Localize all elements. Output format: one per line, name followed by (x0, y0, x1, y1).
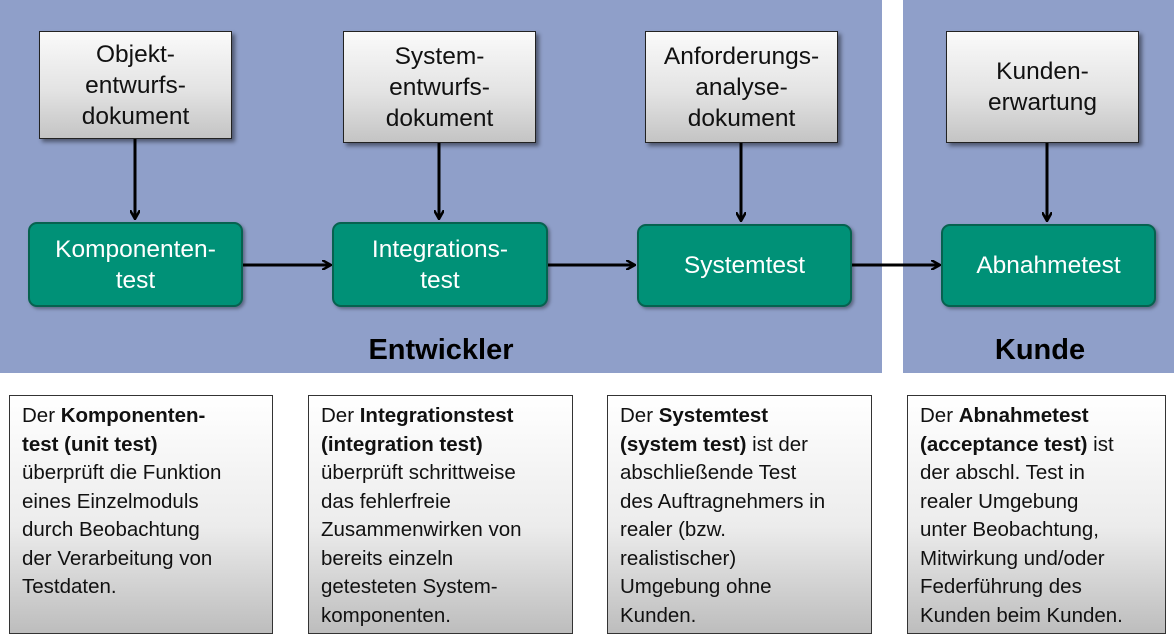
document-label: Anforderungs- analyse- dokument (663, 42, 820, 132)
test-label: Integrations- test (371, 235, 509, 294)
document-box-systementwurf: System- entwurfs- dokument (343, 31, 536, 143)
customer-label: Kunde (994, 334, 1086, 366)
description-text: überprüft schrittweise das fehlerfreie Z… (321, 461, 522, 627)
test-box-abnahmetest: Abnahmetest (941, 224, 1156, 307)
developer-label: Entwickler (368, 334, 514, 366)
description-prefix: Der (620, 404, 659, 427)
description-prefix: Der (321, 404, 360, 427)
description-box-komponententest: Der Komponenten- test (unit test) überpr… (9, 395, 273, 634)
description-text: ist der abschließende Test des Auftragne… (620, 432, 826, 627)
test-label: Systemtest (683, 252, 806, 279)
description-prefix: Der (920, 404, 959, 427)
document-label: Objekt- entwurfs- dokument (81, 40, 190, 130)
document-box-anforderungsanalyse: Anforderungs- analyse- dokument (645, 31, 838, 143)
description-term: Systemtest (system test) (620, 404, 769, 456)
document-label: System- entwurfs- dokument (385, 42, 494, 132)
test-label: Abnahmetest (976, 252, 1121, 279)
description-box-integrationstest: Der Integrationstest (integration test) … (308, 395, 573, 634)
document-box-kundenerwartung: Kunden- erwartung (946, 31, 1139, 143)
description-term: Integrationstest (integration test) (321, 404, 514, 456)
description-term: Abnahmetest (acceptance test) (920, 404, 1089, 456)
description-prefix: Der (22, 404, 61, 427)
description-box-systemtest: Der Systemtest (system test) ist der abs… (607, 395, 872, 634)
test-label: Komponenten- test (55, 235, 216, 294)
document-label: Kunden- erwartung (988, 58, 1097, 116)
test-box-komponententest: Komponenten- test (28, 222, 243, 307)
description-box-abnahmetest: Der Abnahmetest (acceptance test) ist de… (907, 395, 1166, 634)
description-text: überprüft die Funktion eines Einzelmodul… (22, 461, 222, 598)
test-box-systemtest: Systemtest (637, 224, 852, 307)
description-text: ist der abschl. Test in realer Umgebung … (920, 432, 1123, 627)
test-box-integrationstest: Integrations- test (332, 222, 548, 307)
description-term: Komponenten- test (unit test) (22, 404, 206, 456)
document-box-objektentwurf: Objekt- entwurfs- dokument (39, 31, 232, 139)
